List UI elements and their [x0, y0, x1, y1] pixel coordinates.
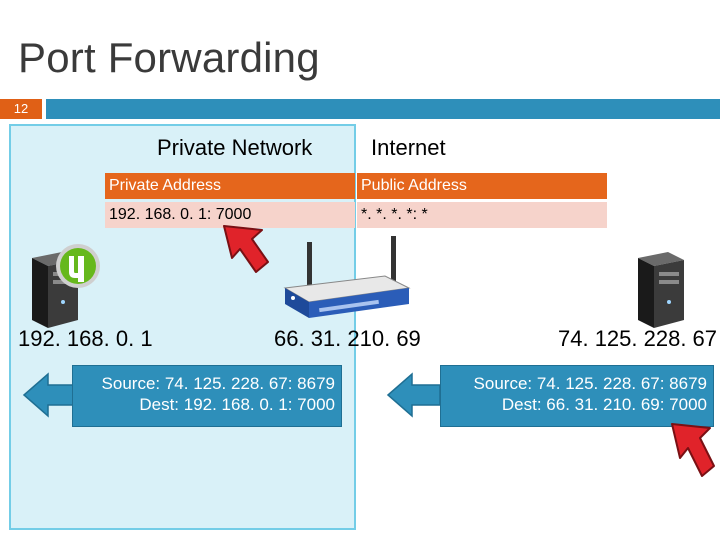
table-cell-public-address: *. *. *. *: * — [357, 202, 607, 228]
inner-packet-dest: Dest: 192. 168. 0. 1: 7000 — [139, 395, 335, 414]
table-header-public: Public Address — [357, 173, 607, 199]
slide-title: Port Forwarding — [18, 34, 320, 81]
inner-packet-box: Source: 74. 125. 228. 67: 8679 Dest: 192… — [72, 365, 342, 427]
private-network-label: Private Network — [157, 135, 313, 160]
red-pointer-arrow-icon — [223, 225, 269, 273]
red-pointer-arrow-icon — [671, 423, 715, 477]
client-ip-label: 192. 168. 0. 1 — [18, 326, 153, 351]
outer-packet-dest: Dest: 66. 31. 210. 69: 7000 — [501, 395, 707, 414]
slide-number: 12 — [0, 99, 42, 119]
router-ip-label: 66. 31. 210. 69 — [274, 326, 421, 351]
blue-left-arrow-icon — [386, 372, 441, 418]
remote-server-tower-icon — [638, 252, 684, 328]
wireless-router-icon — [283, 236, 411, 318]
server-ip-label: 74. 125. 228. 67 — [558, 326, 718, 351]
inner-packet-source: Source: 74. 125. 228. 67: 8679 — [101, 374, 335, 393]
internet-label: Internet — [371, 135, 446, 160]
outer-packet-source: Source: 74. 125. 228. 67: 8679 — [473, 374, 707, 393]
table-header-private: Private Address — [105, 173, 355, 199]
blue-left-arrow-icon — [22, 372, 77, 418]
title-bar — [46, 99, 720, 119]
outer-packet-box: Source: 74. 125. 228. 67: 8679 Dest: 66.… — [440, 365, 714, 427]
utorrent-logo-icon — [56, 244, 100, 288]
table-cell-private-address: 192. 168. 0. 1: 7000 — [105, 202, 355, 228]
